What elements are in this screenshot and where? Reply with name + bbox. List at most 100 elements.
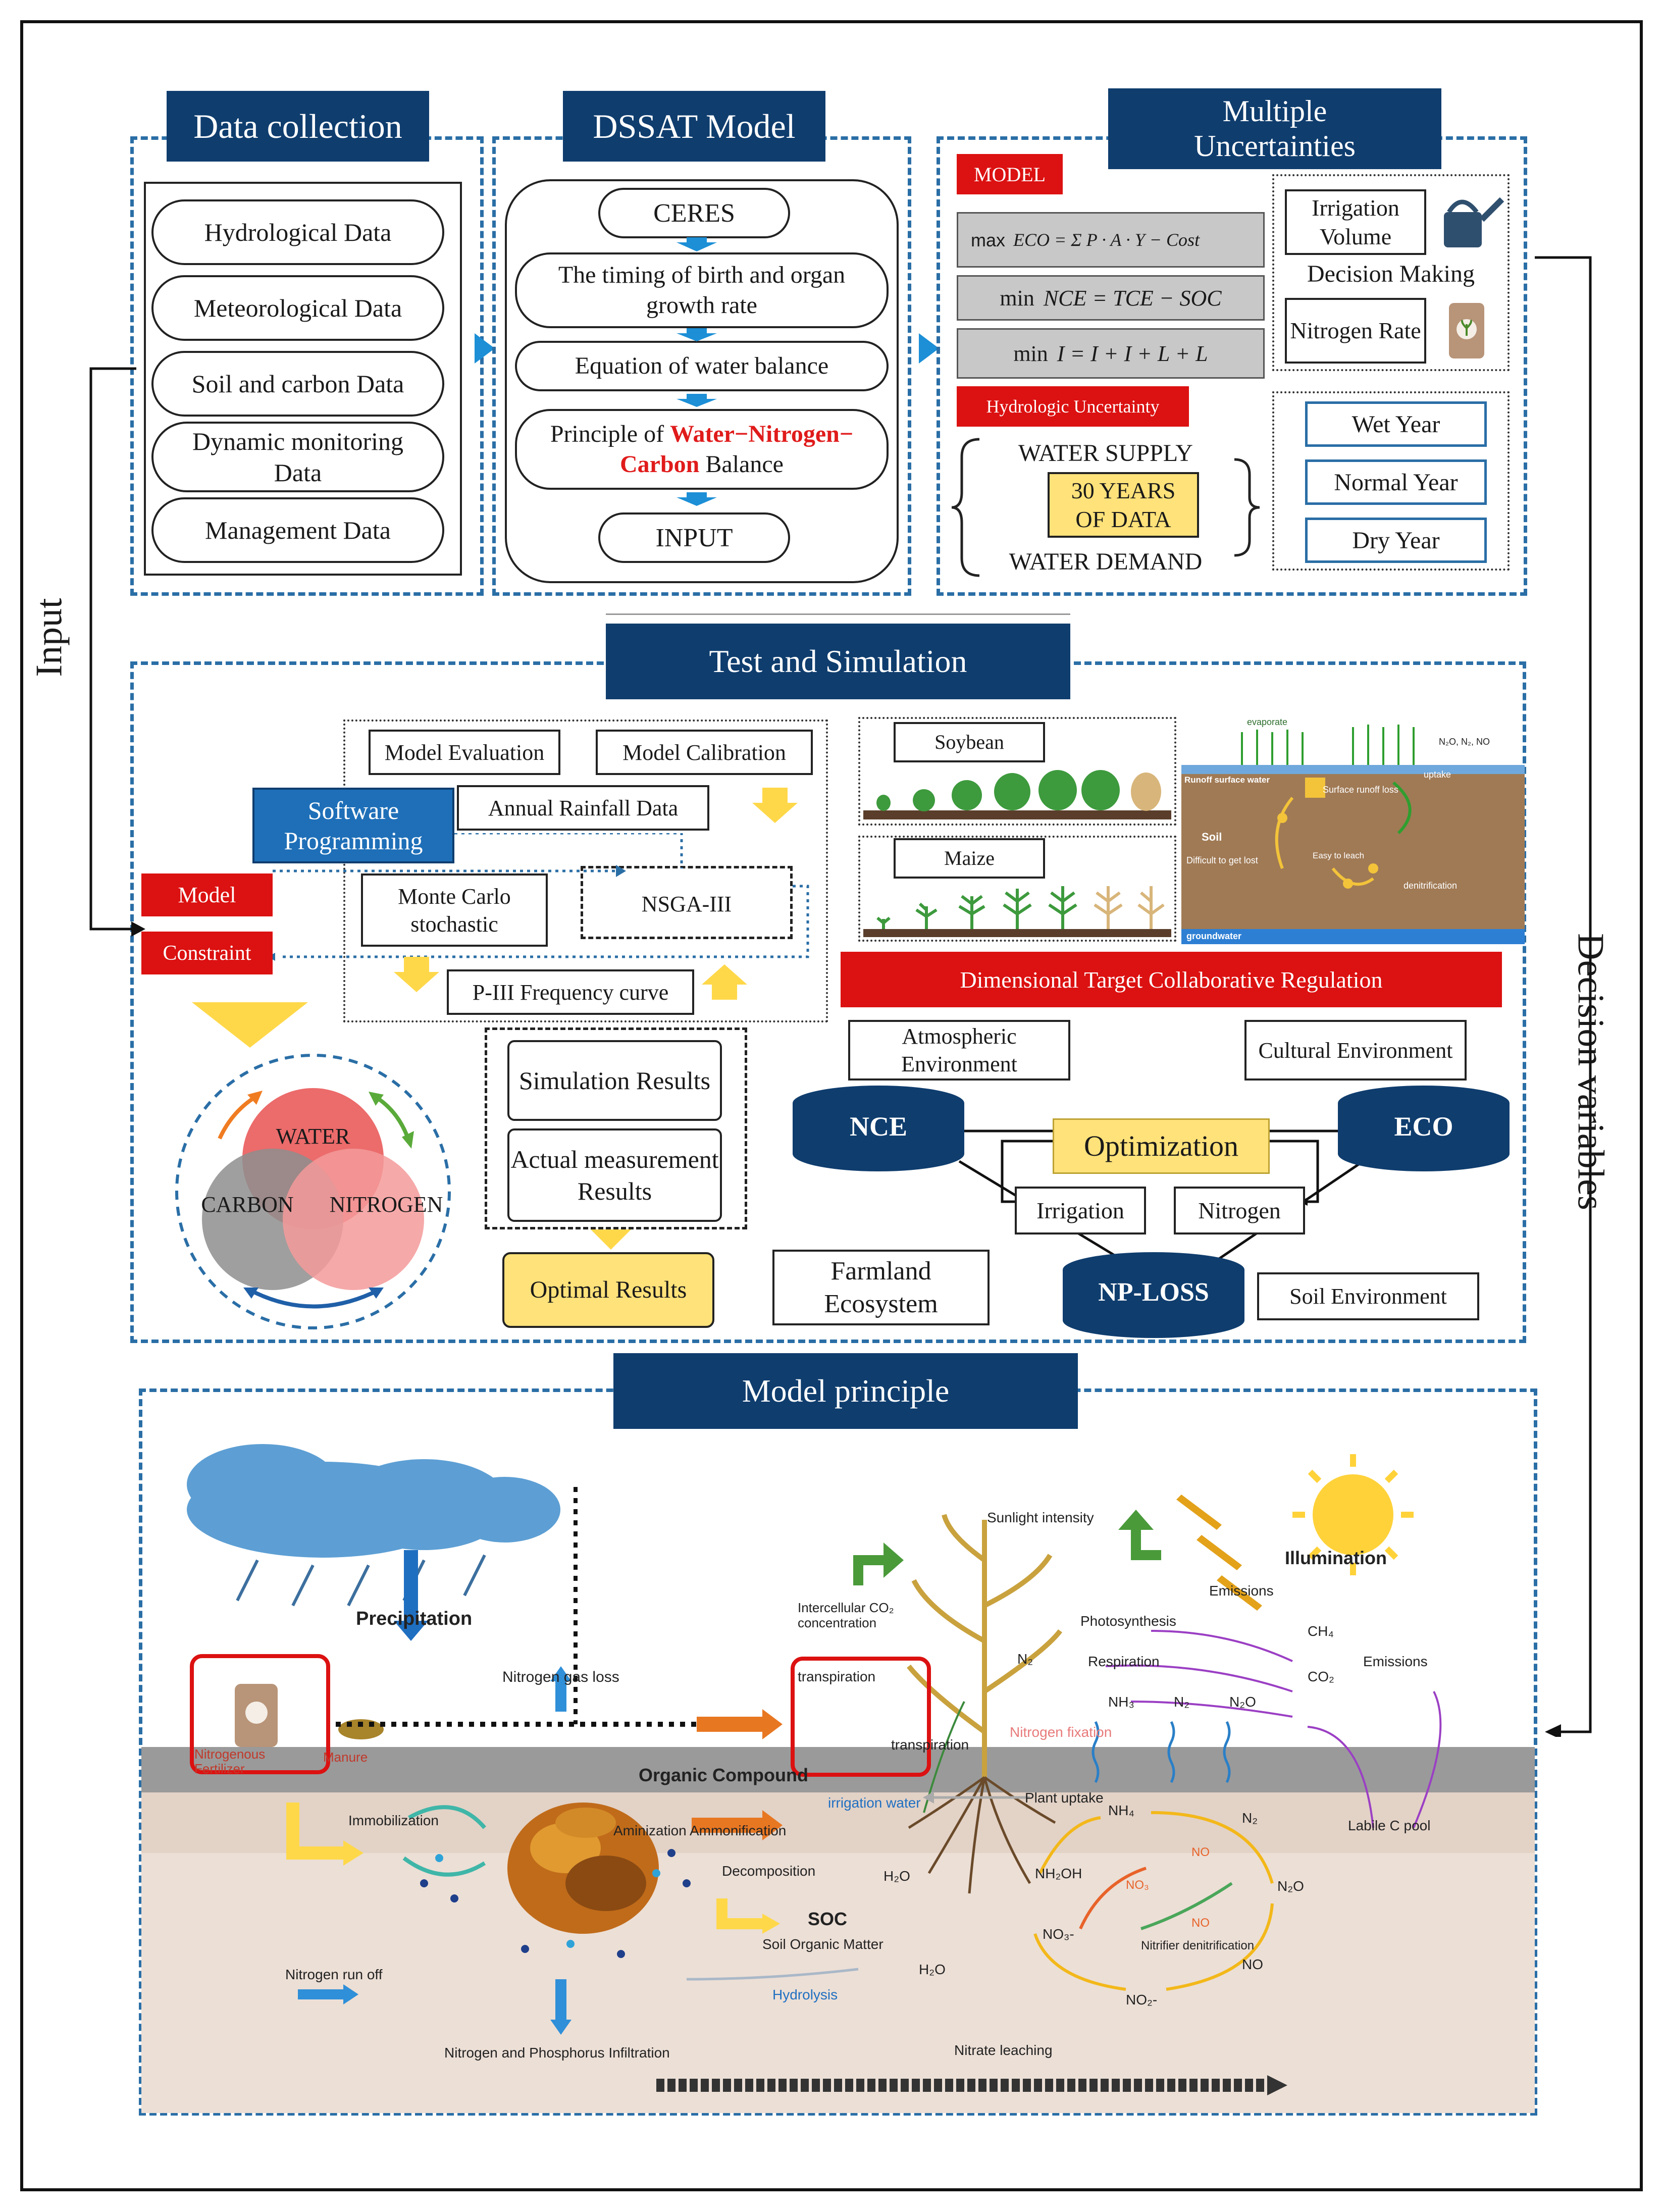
dynamic-monitoring-data: Dynamic monitoring Data (151, 422, 444, 492)
n2-top-label: N₂ (1174, 1694, 1190, 1710)
optimal-results-box: Optimal Results (502, 1252, 714, 1328)
normal-year-box: Normal Year (1305, 459, 1487, 505)
soil-nitrogen-diagram: evaporate N₂O, N₂, NO Runoff surface wat… (1181, 717, 1525, 944)
n2-plant-label: N₂ (1017, 1651, 1033, 1667)
management-data: Management Data (151, 497, 444, 563)
data-collection-frame (144, 182, 462, 576)
annual-rainfall-box: Annual Rainfall Data (457, 785, 709, 831)
yellow-up-arrow-right (702, 964, 747, 1000)
optimization-box: Optimization (1053, 1118, 1270, 1174)
soil-organic-matter-label: Soil Organic Matter (762, 1936, 884, 1952)
farmland-box: Farmland Ecosystem (772, 1250, 990, 1325)
svg-text:Soil: Soil (1202, 831, 1222, 843)
no-red-label-1: NO (1191, 1845, 1210, 1859)
hydrologic-uncertainty-flag: Hydrologic Uncertainty (957, 386, 1189, 427)
ch4-label: CH₄ (1308, 1623, 1334, 1639)
soil-environment-box: Soil Environment (1257, 1272, 1479, 1320)
thirty-years-box: 30 YEARS OF DATA (1048, 472, 1199, 538)
left-brace (951, 438, 980, 577)
principle-box: Principle of Water−Nitrogen−Carbon Balan… (515, 409, 889, 490)
nh4-label: NH₄ (1108, 1803, 1134, 1818)
soybean-growth-illustration (863, 770, 1171, 819)
meteorological-data: Meteorological Data (151, 275, 444, 341)
model-principle-title: Model principle (613, 1353, 1078, 1429)
emissions-label-2: Emissions (1363, 1654, 1428, 1669)
water-demand: WATER DEMAND (1009, 548, 1203, 575)
nitrate-leaching-label: Nitrate leaching (954, 2042, 1053, 2058)
results-frame (485, 1027, 747, 1229)
venn-water: WATER (276, 1124, 350, 1149)
model-flag: MODEL (957, 154, 1063, 194)
transpiration-arrow-label: transpiration (891, 1737, 969, 1753)
intercellular-co2-label: Intercellular CO₂ concentration (798, 1600, 894, 1630)
yellow-down-arrow-left (394, 957, 439, 992)
irrigation-volume-box: Irrigation Volume (1285, 189, 1426, 255)
arrow-to-uncertainties (919, 333, 939, 364)
dssat-title: DSSAT Model (563, 91, 825, 162)
dry-year-box: Dry Year (1305, 518, 1487, 563)
nitrogen-gas-loss-label: Nitrogen gas loss (502, 1669, 619, 1685)
soybean-frame (858, 717, 1176, 826)
big-yellow-down-arrow (192, 1002, 308, 1048)
p3-curve-box: P-III Frequency curve (447, 969, 694, 1015)
irrigation-box: Irrigation (1015, 1187, 1146, 1234)
fertilizer-bag-icon (1449, 303, 1484, 358)
soil-carbon-data: Soil and carbon Data (151, 351, 444, 417)
np-infiltration-label: Nitrogen and Phosphorus Infiltration (444, 2045, 670, 2061)
dssat-flow-arrows (677, 237, 717, 506)
soc-label: SOC (808, 1909, 848, 1929)
svg-text:denitrification: denitrification (1404, 881, 1457, 891)
monte-carlo-box: Monte Carlo stochastic (361, 873, 548, 947)
no2-cycle-label: NO₂- (1126, 1992, 1158, 2008)
manure-label: Manure (323, 1750, 368, 1765)
model-calibration-box: Model Calibration (596, 730, 813, 775)
rainfall-down-arrow (752, 788, 798, 823)
h2o-label-2: H₂O (919, 1962, 946, 1977)
year-frame (1272, 391, 1510, 571)
algorithm-links (273, 833, 809, 961)
wet-year-box: Wet Year (1305, 401, 1487, 447)
ceres-box: CERES (598, 188, 790, 238)
test-simulation-title: Test and Simulation (606, 624, 1070, 699)
immobilization-label: Immobilization (348, 1813, 439, 1828)
irrigation-water-label: irrigation water (828, 1795, 921, 1811)
no3-cycle-label: NO₃- (1043, 1926, 1074, 1942)
nsga-frame (581, 866, 793, 939)
maize-frame (858, 836, 1176, 942)
model-constraint-flag: Model (141, 873, 273, 916)
nitrogen-box: Nitrogen (1174, 1187, 1305, 1234)
nh2oh-label: NH₂OH (1035, 1866, 1082, 1881)
model-principle-illustration (141, 1444, 1535, 2113)
nh3-label: NH₃ (1108, 1694, 1134, 1710)
water-supply: WATER SUPPLY (1018, 440, 1193, 467)
no-red-label-2: NO (1191, 1916, 1210, 1930)
sunlight-intensity-label: Sunlight intensity (987, 1510, 1094, 1525)
svg-text:Surface runoff loss: Surface runoff loss (1323, 785, 1398, 795)
timing-box: The timing of birth and organ growth rat… (515, 252, 889, 328)
wnc-venn-diagram (175, 1054, 451, 1329)
nitrogen-rate-box: Nitrogen Rate (1285, 298, 1426, 364)
maize-label: Maize (894, 838, 1045, 879)
section-divider (606, 613, 1070, 615)
emissions-label-1: Emissions (1209, 1583, 1274, 1599)
input-box: INPUT (598, 512, 790, 563)
nitrogenous-fertilizer-label: Nitrogenous Fertilizer (194, 1746, 266, 1776)
co2-label: CO₂ (1308, 1669, 1334, 1684)
dimensional-regulation-banner: Dimensional Target Collaborative Regulat… (841, 952, 1502, 1007)
hydrolysis-label: Hydrolysis (772, 1987, 838, 2002)
eco-cylinder: ECO (1338, 1086, 1510, 1171)
venn-carbon: CARBON (201, 1192, 294, 1217)
np-loss-cylinder: NP-LOSS (1063, 1252, 1244, 1338)
labile-c-pool-label: Labile C pool (1348, 1818, 1431, 1833)
respiration-label: Respiration (1088, 1654, 1160, 1669)
decision-feedback-line (1535, 256, 1592, 1737)
water-balance-box: Equation of water balance (515, 341, 889, 391)
simulation-results-box: Simulation Results (507, 1040, 722, 1121)
svg-text:evaporate: evaporate (1247, 717, 1287, 727)
svg-text:Difficult to get lost: Difficult to get lost (1186, 855, 1258, 865)
hydrological-data: Hydrological Data (151, 199, 444, 265)
h2o-label-1: H₂O (884, 1868, 910, 1884)
nsga-box: NSGA-III (588, 881, 785, 927)
